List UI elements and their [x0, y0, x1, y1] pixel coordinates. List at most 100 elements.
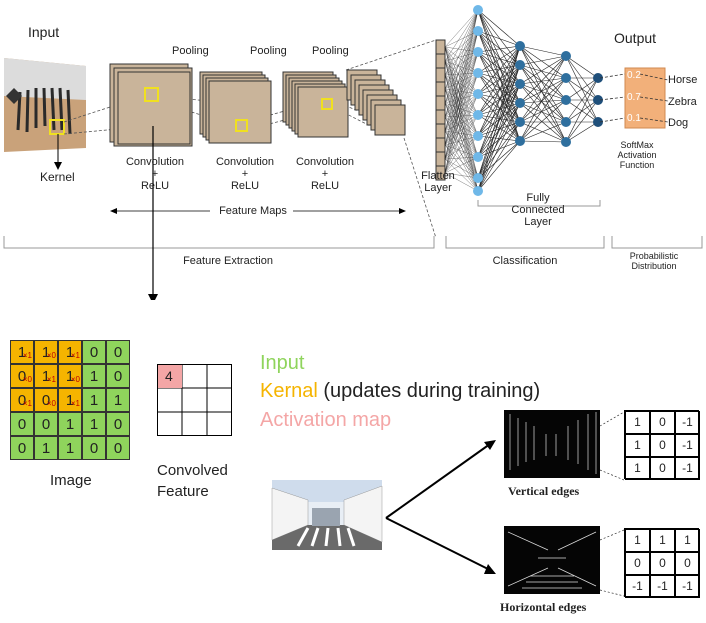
feature-map-stack-3 [282, 71, 349, 138]
fc-connection [444, 144, 479, 179]
fc-connection [477, 30, 521, 142]
fc-connection [477, 51, 521, 123]
fc-connection [477, 83, 521, 116]
kernel-weight: ×1 [70, 351, 80, 360]
image-cell: 1×1 [58, 340, 82, 364]
fc-connection [444, 51, 479, 146]
fc-connection [519, 121, 567, 142]
kernel-cell: 1 [650, 529, 675, 552]
image-cell: 1 [82, 412, 106, 436]
kernel-cell: 0 [675, 552, 700, 575]
fc-connection [477, 121, 521, 158]
kernel-cell: -1 [675, 457, 700, 480]
fc-node [593, 117, 603, 127]
fc-connection [477, 83, 521, 137]
kernel-weight: ×1 [22, 399, 32, 408]
fc-connection [519, 77, 567, 104]
fc-connection [565, 55, 599, 79]
fc-connection [519, 45, 567, 123]
kernel-weight: ×0 [46, 399, 56, 408]
fc-connection [444, 172, 479, 179]
feature-extraction-label: Feature Extraction [183, 255, 273, 267]
fc-connection [444, 93, 479, 174]
fc-connection [477, 121, 521, 192]
kernel-cell: 0 [650, 457, 675, 480]
image-cell: 0×0 [10, 364, 34, 388]
fc-node [473, 89, 483, 99]
kernel-highlight-box [49, 119, 65, 135]
fc-connection [444, 30, 479, 90]
fc-connection [519, 83, 567, 123]
fc-connection [477, 140, 521, 192]
fc-connection [519, 102, 567, 143]
street-photo [271, 480, 383, 550]
fc-connection [444, 9, 479, 160]
fc-connection [565, 77, 599, 101]
image-cell: 0 [82, 340, 106, 364]
fc-connection [444, 114, 479, 174]
fc-connection [519, 55, 567, 66]
fc-connection [444, 9, 479, 76]
fc-connection [444, 30, 479, 104]
fc-connection [519, 77, 567, 123]
fc-connection [444, 51, 479, 160]
fc-connection [444, 9, 479, 132]
fc-connection [477, 64, 521, 137]
fc-connection [444, 9, 479, 104]
output-value-zebra: 0.7 [627, 92, 641, 103]
fc-node [473, 5, 483, 15]
fc-node [561, 117, 571, 127]
fc-connection [477, 9, 521, 142]
kernel-weight: ×0 [22, 375, 32, 384]
output-class-zebra: Zebra [668, 96, 697, 108]
fc-connection [477, 45, 521, 116]
fc-node [593, 73, 603, 83]
image-cell: 0×0 [34, 388, 58, 412]
fc-connection [519, 45, 567, 57]
fc-connection [519, 121, 567, 143]
fc-node [515, 41, 525, 51]
fc-connection [519, 77, 567, 142]
fc-connection [444, 30, 479, 62]
kernel-cell: -1 [650, 575, 675, 598]
image-cell: 0 [106, 436, 130, 460]
fc-connection [477, 45, 521, 53]
feature-map-stack-2 [199, 71, 272, 144]
fc-node [473, 131, 483, 141]
fc-node [561, 51, 571, 61]
fc-connection [444, 135, 479, 174]
kernel-label: Kernel [40, 170, 75, 184]
fc-connection [477, 45, 521, 192]
fc-connection [477, 102, 521, 179]
pooling-label-1: Pooling [172, 45, 209, 57]
fc-connection [444, 9, 479, 174]
fc-node [561, 73, 571, 83]
fc-connection [477, 72, 521, 85]
fc-connection [565, 99, 599, 123]
fc-connection [444, 135, 479, 160]
fc-connection [519, 55, 567, 142]
fc-connection [519, 45, 567, 101]
fc-connection [477, 72, 521, 142]
conv-label-1: Convolution+ReLU [125, 156, 185, 192]
fc-connection [477, 83, 521, 158]
fc-connection [477, 30, 521, 123]
image-cell: 1 [34, 436, 58, 460]
fc-connection [477, 64, 521, 158]
fc-connection [444, 30, 479, 146]
fc-node [515, 117, 525, 127]
fc-node [515, 79, 525, 89]
fc-connection [444, 156, 479, 174]
image-cell: 0 [106, 340, 130, 364]
image-cell: 1 [82, 388, 106, 412]
kernel-cell: 1 [625, 457, 650, 480]
fc-node [473, 186, 483, 196]
fc-connection [477, 72, 521, 104]
fc-node [561, 137, 571, 147]
fc-connection [444, 9, 479, 48]
image-cell: 1×1 [34, 364, 58, 388]
fc-connection [477, 72, 521, 123]
